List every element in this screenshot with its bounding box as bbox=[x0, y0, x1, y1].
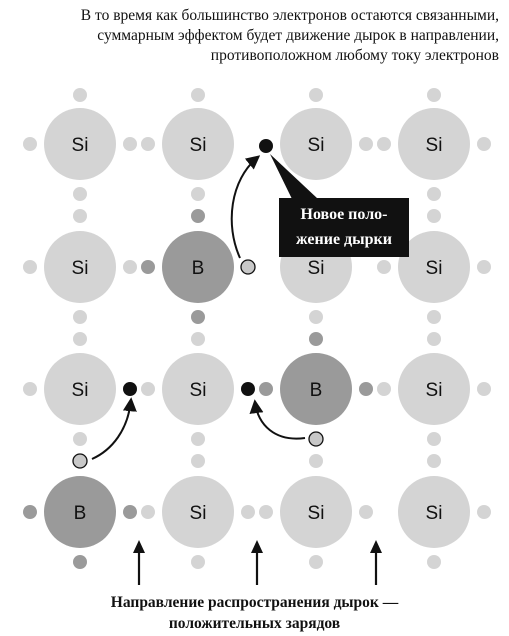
bottom-label-line-1: Направление распространения дырок — bbox=[110, 594, 399, 611]
atom-label: Si bbox=[426, 258, 443, 279]
atom-si bbox=[162, 108, 234, 180]
hole-direction-label: Направление распространения дырок — поло… bbox=[0, 592, 509, 634]
atom-label: Si bbox=[190, 503, 207, 524]
atom-label: Si bbox=[426, 503, 443, 524]
atom-label: Si bbox=[190, 135, 207, 156]
caption: В то время как большинство электронов ос… bbox=[9, 6, 499, 66]
atom-label: Si bbox=[72, 380, 89, 401]
atom-si bbox=[44, 353, 116, 425]
callout-line-1: Новое поло- bbox=[300, 206, 388, 223]
direction-arrowheads bbox=[133, 540, 382, 553]
bottom-label-line-2: положительных зарядов bbox=[168, 615, 341, 632]
atom-si bbox=[44, 231, 116, 303]
caption-line-3: противоположном любому току электронов bbox=[210, 47, 499, 64]
atom-label: Si bbox=[308, 258, 325, 279]
atom-label: B bbox=[192, 258, 205, 279]
callout-line-2: жение дырки bbox=[296, 231, 392, 248]
caption-line-1: В то время как большинство электронов ос… bbox=[80, 7, 499, 24]
atom-label: Si bbox=[72, 135, 89, 156]
atom-label: B bbox=[74, 503, 87, 524]
atom-si bbox=[398, 108, 470, 180]
direction-arrows bbox=[137, 550, 378, 585]
atom-si bbox=[162, 353, 234, 425]
new-hole-callout: Новое поло- жение дырки bbox=[279, 198, 409, 257]
atom-si bbox=[398, 353, 470, 425]
atom-si bbox=[44, 108, 116, 180]
atom-b bbox=[162, 231, 234, 303]
atom-si bbox=[162, 476, 234, 548]
electrons-light bbox=[23, 88, 491, 569]
atom-label: Si bbox=[190, 380, 207, 401]
holes bbox=[72, 259, 324, 469]
atom-label: Si bbox=[426, 380, 443, 401]
atom-b bbox=[44, 476, 116, 548]
hole-motion-arrows bbox=[91, 155, 306, 460]
callout-pointer bbox=[270, 154, 318, 199]
atom-si bbox=[398, 231, 470, 303]
caption-line-2: суммарным эффектом будет движение дырок … bbox=[97, 27, 499, 44]
atom-si bbox=[398, 476, 470, 548]
new-holes bbox=[123, 139, 273, 396]
electrons-dark bbox=[23, 209, 373, 569]
atom-label: Si bbox=[308, 135, 325, 156]
atom-label: B bbox=[310, 380, 323, 401]
atom-b bbox=[280, 353, 352, 425]
atom-label: Si bbox=[426, 135, 443, 156]
atom-si bbox=[280, 476, 352, 548]
atom-si bbox=[280, 108, 352, 180]
atom-label: Si bbox=[308, 503, 325, 524]
atom-label: Si bbox=[72, 258, 89, 279]
